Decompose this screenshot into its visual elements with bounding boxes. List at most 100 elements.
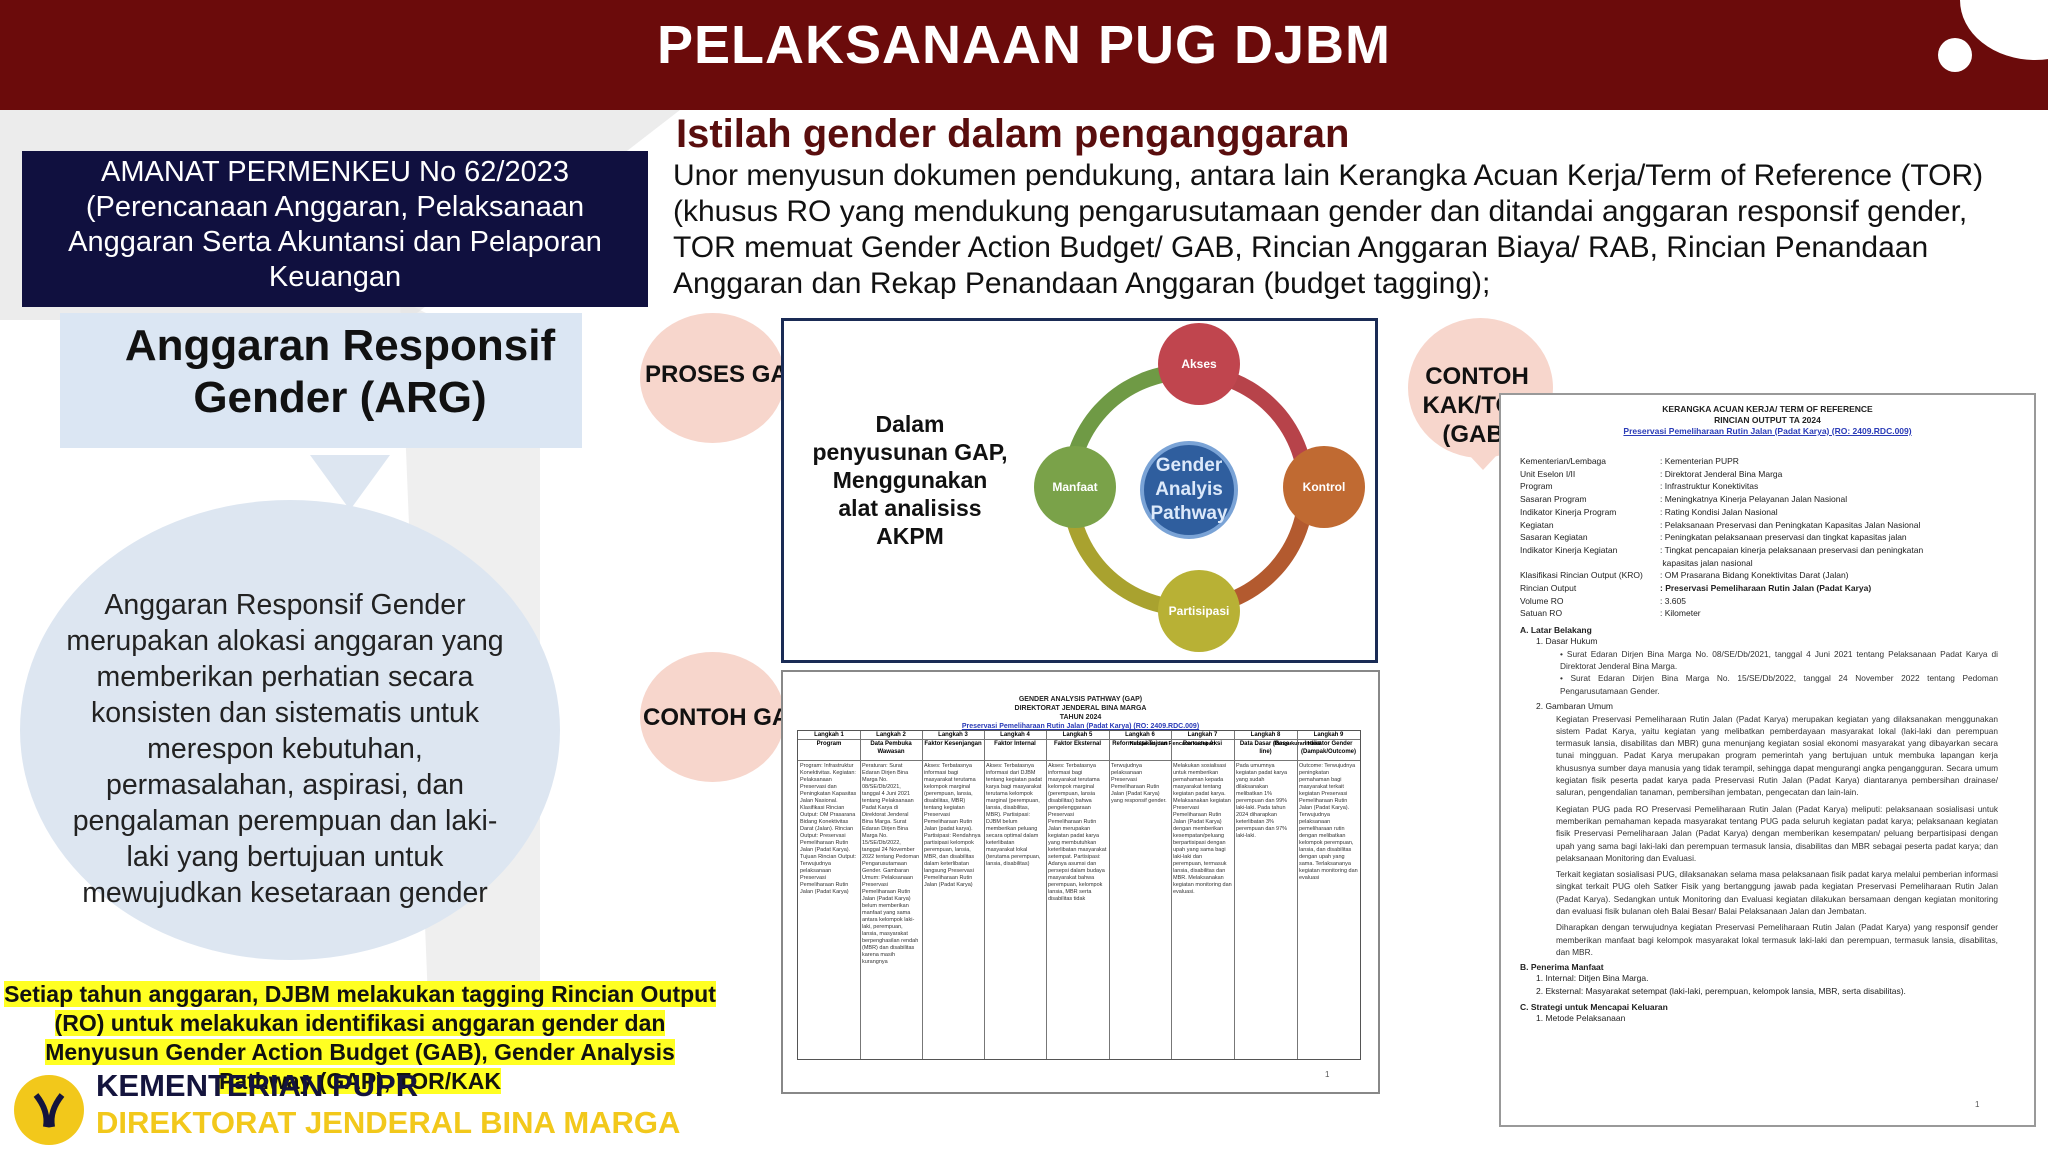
contoh-gap-label: CONTOH GAP	[643, 704, 806, 731]
kak-para-3: Terkait kegiatan sosialisasi PUG, dilaks…	[1556, 869, 1998, 917]
gap-doc-title4: Preservasi Pemeliharaan Rutin Jalan (Pad…	[961, 723, 1200, 730]
gap-col-name: Indikator Gender (Dampak/Outcome)	[1297, 740, 1360, 761]
kak-row: Sasaran Kegiatan: Peningkatan pelaksanaa…	[1520, 531, 2020, 544]
gap-col-name: Reformulasi Tujuan	[1109, 740, 1171, 761]
gap-col-step: Langkah 5	[1046, 731, 1109, 740]
gap-col-step: Langkah 7	[1171, 731, 1234, 740]
gap-doc-title3: TAHUN 2024	[1059, 714, 1102, 721]
node-manfaat: Manfaat	[1034, 446, 1116, 528]
kak-row-label: Indikator Kinerja Kegiatan	[1520, 544, 1618, 555]
kak-row-label: Volume RO	[1520, 595, 1564, 606]
intro-paragraph: Unor menyusun dokumen pendukung, antara …	[673, 159, 1984, 300]
kak-row: Sasaran Program: Meningkatnya Kinerja Pe…	[1520, 493, 2020, 506]
gap-process-box	[781, 318, 1378, 663]
kak-row-value: : Direktorat Jenderal Bina Marga	[1660, 468, 1783, 479]
kak-section-b: B. Penerima Manfaat	[1520, 962, 1604, 973]
kak-document	[1499, 393, 2036, 1127]
kak-row-value: : 3.605	[1660, 595, 1686, 606]
kak-row: Satuan RO: Kilometer	[1520, 607, 2020, 620]
gap-col-name: Faktor Internal	[984, 740, 1046, 761]
gap-col-step: Langkah 6	[1109, 731, 1171, 740]
kak-row-value: : OM Prasarana Bidang Konektivitas Darat…	[1660, 570, 1849, 581]
directorate-name: DIREKTORAT JENDERAL BINA MARGA	[96, 1105, 681, 1140]
kak-section-a: A. Latar Belakang	[1520, 625, 1592, 635]
gap-col-step: Langkah 3	[922, 731, 984, 740]
gap-col-name: Data Dasar (Base-line)	[1234, 740, 1297, 761]
kak-row-label: Kementerian/Lembaga	[1520, 456, 1607, 466]
node-kontrol: Kontrol	[1283, 446, 1365, 528]
kak-page-number: 1	[1975, 1100, 1980, 1109]
kak-row-label: Program	[1520, 481, 1553, 492]
decor-dot	[1938, 38, 1972, 72]
kak-title3: Preservasi Pemeliharaan Rutin Jalan (Pad…	[1623, 426, 1912, 436]
gap-col-name: Faktor Eksternal	[1046, 740, 1109, 761]
gap-col-name: Rencana Aksi	[1171, 740, 1234, 761]
kak-a2: 2. Gambaran Umum	[1536, 700, 1613, 711]
kak-row-label: Klasifikasi Rincian Output (KRO)	[1520, 570, 1643, 581]
gap-col-text: Melakukan sosialisasi untuk memberikan p…	[1173, 763, 1232, 895]
gap-col-text: Akses: Terbatasnya informasi bagi masyar…	[1048, 763, 1107, 902]
gap-col-name: Data Pembuka Wawasan	[860, 740, 922, 761]
contoh-gap-blob	[640, 652, 785, 782]
pupr-logo	[14, 1075, 84, 1145]
gap-col-step: Langkah 4	[984, 731, 1046, 740]
tagging-note: Setiap tahun anggaran, DJBM melakukan ta…	[0, 980, 720, 1096]
kak-section-c: C. Strategi untuk Mencapai Keluaran	[1520, 1001, 1668, 1012]
kak-para-2: Kegiatan PUG pada RO Preservasi Pemeliha…	[1556, 803, 1998, 863]
gap-document	[781, 670, 1380, 1094]
kak-row: Kegiatan: Pelaksanaan Preservasi dan Pen…	[1520, 519, 2020, 532]
kak-header: KERANGKA ACUAN KERJA/ TERM OF REFERENCE …	[1499, 404, 2036, 437]
gap-col-text: Program: Infrastruktur Konektivitas. Keg…	[800, 763, 857, 895]
kak-row-label: Kegiatan	[1520, 519, 1554, 530]
page-title: PELAKSANAAN PUG DJBM	[656, 15, 1392, 75]
arg-title: Anggaran Responsif Gender (ARG)	[124, 321, 556, 422]
node-akses: Akses	[1158, 323, 1240, 405]
gap-col-text: Akses: Terbatasnya informasi bagi masyar…	[924, 763, 981, 888]
kak-para-1: Kegiatan Preservasi Pemeliharaan Rutin J…	[1556, 713, 1998, 798]
gap-col-step: Langkah 8	[1234, 731, 1297, 740]
kak-row-value: : Infrastruktur Konektivitas	[1660, 481, 1759, 492]
kak-bullet-2: • Surat Edaran Dirjen Bina Marga No. 15/…	[1560, 673, 1998, 696]
ministry-name: KEMENTERIAN PUPR	[96, 1068, 419, 1103]
kak-row: Volume RO : 3.605	[1520, 595, 2020, 608]
gap-col-text: Peraturan: Surat Edaran Dirjen Bina Marg…	[862, 763, 920, 965]
kak-a1: 1. Dasar Hukum	[1536, 636, 1598, 646]
kak-row: Kementerian/Lembaga: Kementerian PUPR	[1520, 455, 2020, 468]
kak-title1: KERANGKA ACUAN KERJA/ TERM OF REFERENCE	[1662, 404, 1873, 414]
kak-row-value: kapasitas jalan nasional	[1660, 557, 1753, 568]
kak-row-value: : Kilometer	[1660, 608, 1701, 619]
kak-row-value: : Meningkatnya Kinerja Pelayanan Jalan N…	[1660, 494, 1848, 505]
kak-row: Indikator Kinerja Program: Rating Kondis…	[1520, 506, 2020, 519]
kak-row: kapasitas jalan nasional	[1520, 557, 2020, 570]
gap-col-name: Program	[798, 740, 860, 761]
kak-para-4: Diharapkan dengan terwujudnya kegiatan P…	[1556, 922, 1998, 957]
kak-row-label: Sasaran Kegiatan	[1520, 532, 1588, 543]
kak-b1: 1. Internal: Ditjen Bina Marga.	[1536, 973, 1649, 984]
kak-row: Klasifikasi Rincian Output (KRO) : OM Pra…	[1520, 569, 2020, 582]
contoh-kak-label: CONTOH KAK/TOR (GAB)	[1422, 363, 1532, 448]
gap-col-text: Akses: Terbatasnya informasi dari DJBM t…	[986, 763, 1042, 867]
kak-row-value: : Preservasi Pemeliharaan Rutin Jalan (P…	[1660, 583, 1872, 594]
gap-col-step: Langkah 1	[798, 731, 860, 740]
proses-gap-blob	[640, 313, 785, 443]
kak-bullet-2-text: Surat Edaran Dirjen Bina Marga No. 15/SE…	[1560, 673, 1998, 696]
gap-col-name: Faktor Kesenjangan	[922, 740, 984, 761]
gap-col-text: Pada umumnya kegiatan padat karya yang s…	[1236, 763, 1288, 839]
kak-b2: 2. Eksternal: Masyarakat setempat (laki-…	[1536, 985, 1906, 996]
kak-bullet-1-text: Surat Edaran Dirjen Bina Marga No. 08/SE…	[1560, 648, 1998, 671]
gap-table: Kebijakan dan Rencana kedepan Pengukuran…	[797, 730, 1361, 1060]
arg-description: Anggaran Responsif Gender merupakan alok…	[66, 589, 504, 909]
gap-col-text: Outcome: Terwujudnya peningkatan pemaham…	[1299, 763, 1358, 881]
section-subtitle: Istilah gender dalam penganggaran	[676, 112, 1350, 156]
gap-doc-header: GENDER ANALYSIS PATHWAY (GAP) DIREKTORAT…	[781, 695, 1380, 731]
proses-gap-label: PROSES GAP	[645, 361, 804, 388]
kak-row-value: : Rating Kondisi Jalan Nasional	[1660, 506, 1778, 517]
header-bar	[0, 0, 2048, 110]
